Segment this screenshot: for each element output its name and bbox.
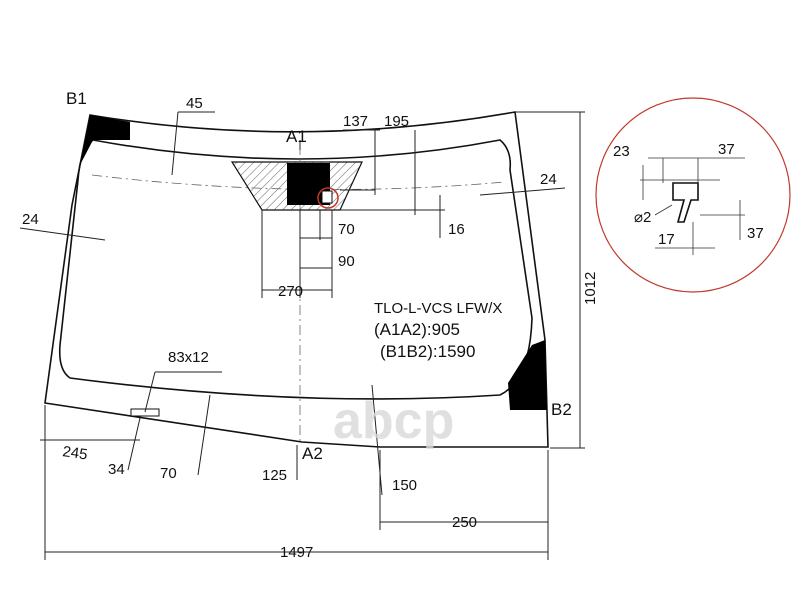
- detail-dim-line: [654, 204, 673, 216]
- detail-dim-17: 17: [658, 231, 675, 248]
- b1-corner-block: [80, 115, 130, 165]
- dim-83x12: 83x12: [168, 349, 209, 366]
- dim-125: 125: [262, 467, 287, 484]
- detail-dim-37-top: 37: [718, 141, 735, 158]
- dim-70-bottom: 70: [160, 465, 177, 482]
- windshield-inner-edge: [58, 139, 533, 400]
- dim-90: 90: [338, 253, 355, 270]
- label-b1: B1: [66, 89, 87, 108]
- watermark-logo: abcp: [333, 392, 454, 450]
- detail-profile: [672, 182, 699, 223]
- dim-24-right: 24: [540, 171, 557, 188]
- vin-label-box: [130, 408, 160, 417]
- dim-270: 270: [278, 283, 303, 300]
- detail-dim-diameter: ⌀2: [634, 209, 651, 226]
- dim-line-45: [171, 111, 179, 176]
- leader-83x12: [144, 371, 156, 413]
- dim-45: 45: [186, 95, 203, 112]
- sensor-small-box: [321, 190, 333, 204]
- dim-150: 150: [392, 477, 417, 494]
- detail-circle: [595, 97, 791, 293]
- label-a2: A2: [302, 444, 323, 463]
- windshield-outer-edge: [44, 111, 549, 448]
- sensor-detail-marker: [317, 187, 339, 209]
- dim-250: 250: [452, 514, 477, 531]
- dim-line-24-left: [19, 227, 106, 241]
- detail-dim-23: 23: [613, 143, 630, 160]
- detail-dim-37-right: 37: [747, 225, 764, 242]
- dim-line-70-bottom: [197, 394, 211, 476]
- b2-corner-block: [508, 340, 547, 410]
- dim-1497: 1497: [280, 544, 313, 561]
- dim-245: 245: [61, 443, 88, 463]
- dim-line-34: [127, 417, 141, 471]
- dim-16: 16: [448, 221, 465, 238]
- dim-34: 34: [108, 461, 125, 478]
- dim-1012: 1012: [582, 272, 599, 305]
- label-a1: A1: [286, 127, 307, 146]
- dim-137: 137: [343, 113, 368, 130]
- label-b2: B2: [551, 400, 572, 419]
- dim-line-24-right: [479, 187, 566, 196]
- dim-70-top: 70: [338, 221, 355, 238]
- dim-195: 195: [384, 113, 409, 130]
- dim-line-150: [371, 384, 383, 496]
- dim-24-left: 24: [22, 211, 39, 228]
- part-code: TLO-L-VCS LFW/X: [374, 300, 502, 317]
- spec-a1a2: (A1A2):905: [374, 320, 460, 339]
- spec-b1b2: (B1B2):1590: [380, 342, 475, 361]
